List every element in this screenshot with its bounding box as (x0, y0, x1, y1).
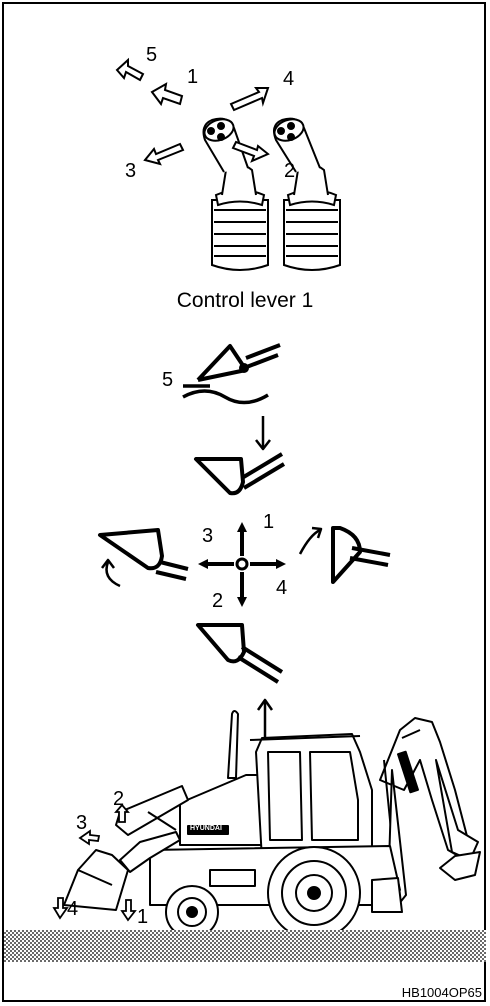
loader-arrow-2-icon (114, 803, 130, 823)
bucket-label-1: 1 (263, 511, 275, 533)
bucket-label-2: 2 (212, 590, 224, 612)
arrow-5-icon (115, 57, 145, 82)
bucket-right-symbol (298, 526, 391, 584)
machine-label-2: 2 (113, 788, 125, 810)
bucket-top-symbol (194, 416, 286, 496)
arrow-2-icon (231, 140, 270, 163)
joystick-right (273, 117, 341, 271)
bucket-label-3: 3 (202, 525, 214, 547)
machine-label-4: 4 (67, 898, 79, 920)
brand-logo-text: HYUNDAI (190, 825, 222, 832)
figure-code: HB1004OP65 (401, 985, 482, 1000)
loader-arrow-1-icon (120, 899, 137, 922)
machine-label-3: 3 (76, 812, 88, 834)
machine-label-1: 1 (137, 906, 149, 928)
loader-arrow-4-icon (52, 897, 69, 920)
bucket-bottom-symbol (196, 623, 284, 740)
backhoe-loader (63, 710, 481, 940)
lever-label-3: 3 (125, 160, 137, 182)
direction-cross (198, 522, 286, 607)
ground (4, 930, 486, 962)
bucket-label-4: 4 (276, 577, 288, 599)
bucket-left-symbol (98, 528, 189, 588)
arrow-1-icon (150, 82, 184, 107)
caption: Control lever 1 (176, 289, 314, 312)
loader-direction-arrows (52, 803, 137, 922)
lever-label-2: 2 (284, 160, 296, 182)
arrow-4-icon (229, 87, 270, 112)
lever-label-1: 1 (187, 66, 199, 88)
bucket-float-symbol (182, 343, 281, 405)
lever-label-5: 5 (146, 44, 158, 66)
lever-label-4: 4 (283, 68, 295, 90)
lever-direction-arrows (115, 57, 270, 166)
arrow-3-icon (143, 142, 185, 166)
joystick-left (202, 117, 269, 271)
loader-arrow-3-icon (78, 829, 101, 846)
bucket-label-5: 5 (162, 369, 174, 391)
